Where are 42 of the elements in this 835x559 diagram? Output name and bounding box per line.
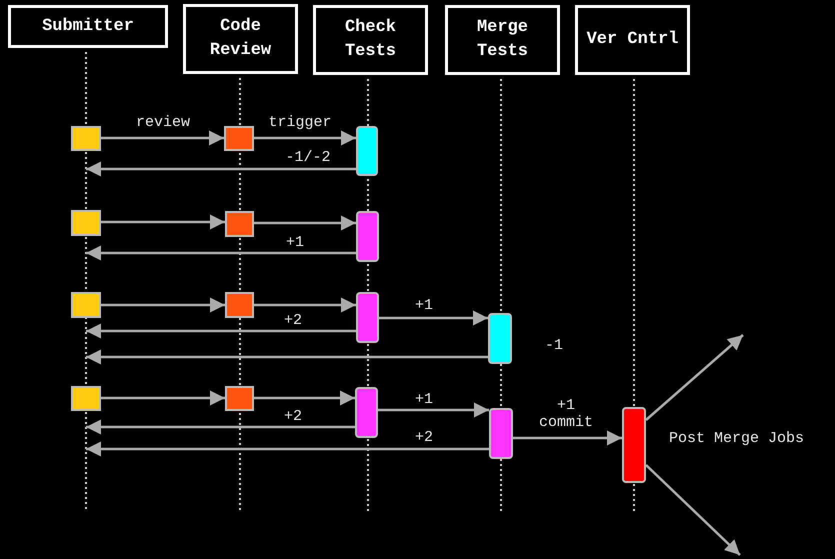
activation-bar: [356, 211, 379, 262]
activation-box: [71, 126, 101, 151]
arrow: [101, 298, 225, 312]
arrow: [86, 442, 489, 456]
participant-box: Check Tests: [313, 5, 428, 75]
activation-box: [71, 386, 101, 411]
activation-box: [71, 292, 101, 318]
activation-box: [225, 292, 254, 318]
edge-label: trigger: [266, 114, 334, 131]
arrow: [86, 350, 488, 364]
activation-bar: [356, 292, 379, 343]
participant-box: Merge Tests: [445, 5, 560, 75]
arrow: [254, 298, 356, 312]
arrow: [101, 130, 224, 146]
annotation-text: Post Merge Jobs: [669, 430, 804, 447]
arrow: [101, 390, 225, 406]
arrow: [645, 334, 744, 421]
arrow: [86, 162, 356, 176]
activation-bar: [356, 126, 378, 176]
arrow: [254, 216, 356, 230]
arrow: [86, 420, 355, 434]
arrow: [379, 310, 488, 326]
activation-box: [225, 386, 254, 411]
activation-bar: [488, 313, 512, 364]
activation-bar: [489, 408, 513, 459]
arrow: [86, 246, 356, 260]
arrow: [645, 464, 741, 556]
activation-bar: [622, 407, 646, 483]
participant-box: Code Review: [183, 4, 298, 74]
arrow: [86, 324, 356, 338]
annotation-text: -1: [545, 337, 564, 354]
arrow: [101, 214, 225, 230]
arrow: [254, 390, 355, 406]
arrow: [513, 430, 622, 446]
activation-box: [71, 210, 101, 236]
participant-box: Submitter: [8, 5, 168, 48]
activation-box: [225, 211, 254, 237]
participant-box: Ver Cntrl: [575, 5, 690, 75]
arrow: [254, 130, 356, 146]
activation-bar: [355, 387, 378, 438]
arrow: [378, 402, 489, 418]
activation-box: [224, 126, 254, 151]
